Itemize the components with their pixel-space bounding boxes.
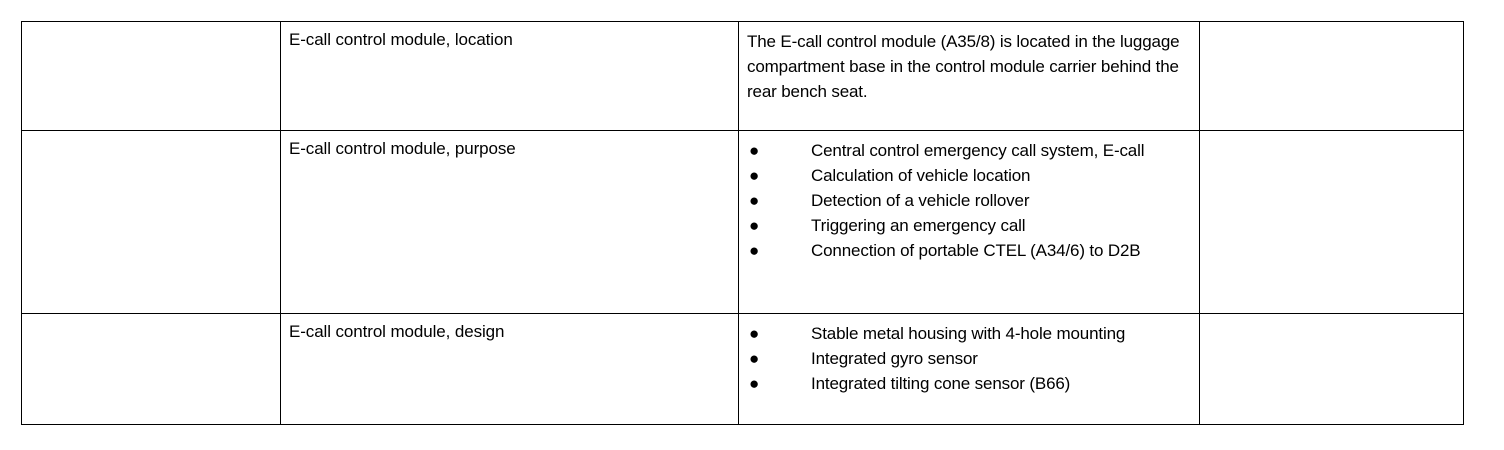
blank-cell-content: [22, 22, 280, 130]
bullet-icon: ●: [749, 374, 760, 393]
table-row: E-call control module, purpose ● Central…: [21, 130, 1464, 314]
list-item: ● Integrated tilting cone sensor (B66): [747, 371, 1201, 396]
row-label-location: E-call control module, location: [289, 30, 513, 49]
list-item-text: Detection of a vehicle rollover: [811, 191, 1030, 210]
cell-label: E-call control module, design: [280, 313, 739, 425]
list-item-text: Integrated tilting cone sensor (B66): [811, 374, 1071, 393]
blank-cell-content: [1200, 314, 1463, 424]
blank-cell-content: [1200, 131, 1463, 313]
content-cell-content: ● Central control emergency call system,…: [739, 131, 1199, 313]
purpose-bullet-list: ● Central control emergency call system,…: [747, 138, 1193, 263]
blank-left-text: [30, 138, 274, 139]
list-item: ● Triggering an emergency call: [747, 213, 1201, 238]
list-item-text: Integrated gyro sensor: [811, 349, 978, 368]
cell-blank-left: [21, 313, 281, 425]
cell-content: ● Stable metal housing with 4-hole mount…: [738, 313, 1200, 425]
blank-cell-content: [1200, 22, 1463, 130]
cell-blank-right: [1199, 130, 1464, 314]
cell-blank-right: [1199, 313, 1464, 425]
blank-left-text: [30, 321, 274, 322]
list-item-text: Calculation of vehicle location: [811, 166, 1031, 185]
blank-cell-content: [22, 131, 280, 313]
cell-blank-left: [21, 130, 281, 314]
design-bullet-list: ● Stable metal housing with 4-hole mount…: [747, 321, 1193, 396]
list-item-text: Central control emergency call system, E…: [811, 141, 1145, 160]
table-row: E-call control module, location The E-ca…: [21, 21, 1464, 131]
list-item-text: Stable metal housing with 4-hole mountin…: [811, 324, 1126, 343]
cell-label: E-call control module, purpose: [280, 130, 739, 314]
list-item-text: Triggering an emergency call: [811, 216, 1026, 235]
label-cell-content: E-call control module, purpose: [281, 131, 738, 313]
location-paragraph: The E-call control module (A35/8) is loc…: [747, 32, 1180, 101]
content-cell-content: ● Stable metal housing with 4-hole mount…: [739, 314, 1199, 424]
blank-right-text: [1208, 321, 1457, 322]
cell-content: The E-call control module (A35/8) is loc…: [738, 21, 1200, 131]
bullet-icon: ●: [749, 141, 760, 160]
blank-left-text: [30, 29, 274, 30]
cell-blank-right: [1199, 21, 1464, 131]
cell-content: ● Central control emergency call system,…: [738, 130, 1200, 314]
label-cell-content: E-call control module, design: [281, 314, 738, 424]
bullet-icon: ●: [749, 324, 760, 343]
bullet-icon: ●: [749, 216, 760, 235]
bullet-icon: ●: [749, 241, 760, 260]
bullet-icon: ●: [749, 166, 760, 185]
content-cell-content: The E-call control module (A35/8) is loc…: [739, 22, 1199, 130]
cell-blank-left: [21, 21, 281, 131]
list-item: ● Detection of a vehicle rollover: [747, 188, 1201, 213]
blank-right-text: [1208, 138, 1457, 139]
list-item: ● Calculation of vehicle location: [747, 163, 1201, 188]
list-item: ● Stable metal housing with 4-hole mount…: [747, 321, 1201, 346]
row-label-design: E-call control module, design: [289, 322, 505, 341]
row-label-purpose: E-call control module, purpose: [289, 139, 516, 158]
table-body: E-call control module, location The E-ca…: [21, 21, 1464, 425]
list-item: ● Integrated gyro sensor: [747, 346, 1201, 371]
list-item: ● Connection of portable CTEL (A34/6) to…: [747, 238, 1201, 263]
label-cell-content: E-call control module, location: [281, 22, 738, 130]
list-item: ● Central control emergency call system,…: [747, 138, 1201, 163]
blank-cell-content: [22, 314, 280, 424]
specification-table: E-call control module, location The E-ca…: [21, 21, 1464, 425]
table-row: E-call control module, design ● Stable m…: [21, 313, 1464, 425]
bullet-icon: ●: [749, 349, 760, 368]
list-item-text: Connection of portable CTEL (A34/6) to D…: [811, 241, 1141, 260]
blank-right-text: [1208, 29, 1457, 30]
bullet-icon: ●: [749, 191, 760, 210]
cell-label: E-call control module, location: [280, 21, 739, 131]
